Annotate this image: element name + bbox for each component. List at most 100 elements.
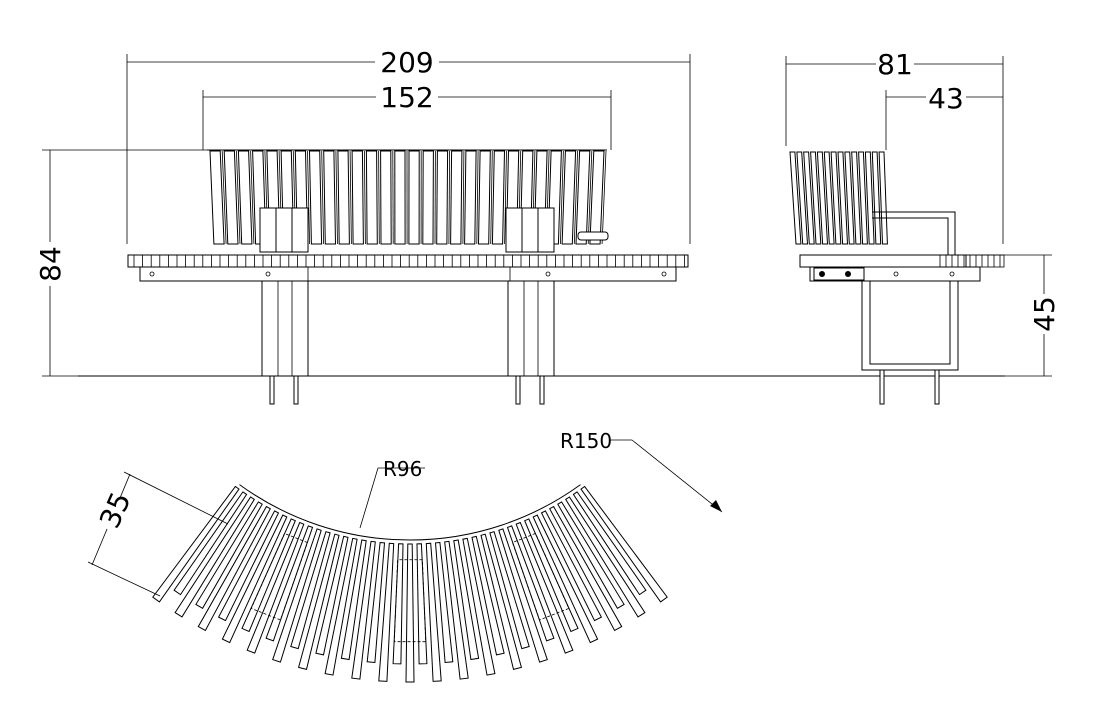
backrest-slat <box>337 150 350 245</box>
plan-seat-slat <box>580 485 668 603</box>
plan-seat-slat <box>195 501 263 609</box>
plan-seat-slat <box>405 543 415 683</box>
side-elevation: 81 43 45 <box>785 48 1061 405</box>
plan-seat-slat <box>366 541 386 664</box>
plan-seat-slat <box>197 505 271 632</box>
side-backrest-slat <box>871 151 882 245</box>
plan-seat-slat <box>152 485 240 603</box>
backrest-slat <box>464 150 477 245</box>
r96-label: R96 <box>383 457 422 481</box>
dimension-43: 43 <box>885 82 1003 150</box>
plan-seat-slat <box>324 537 358 676</box>
plan-seat-slat <box>217 510 280 622</box>
front-seat <box>127 254 689 282</box>
plan-seat-slat <box>515 521 574 654</box>
plan-seat-slat <box>392 543 404 665</box>
dimension-45: 45 <box>962 254 1061 377</box>
plan-seat-slat <box>241 518 296 633</box>
dimension-81: 81 <box>785 48 1004 244</box>
dim-152-label: 152 <box>380 81 433 114</box>
backrest-slat <box>450 150 463 245</box>
plan-seat-slat <box>498 528 548 663</box>
side-bracket <box>872 211 956 258</box>
backrest-slat <box>491 150 506 245</box>
side-backrest-slat <box>816 151 829 245</box>
plan-seat-slat <box>480 533 523 671</box>
side-backrest-slat <box>837 151 849 245</box>
plan-seat-slat <box>557 501 625 609</box>
backrest-slat <box>351 150 364 245</box>
plan-seat-slat <box>444 540 469 680</box>
side-legs <box>861 281 959 405</box>
backrest-brackets <box>259 207 609 253</box>
radius-r96: R96 <box>359 457 425 529</box>
plan-seat-slat <box>425 542 442 682</box>
plan-slats <box>152 485 668 683</box>
plan-seat-slat <box>565 496 646 618</box>
backrest-slat <box>561 150 577 245</box>
side-backrest-slat <box>823 151 835 245</box>
plan-seat-slat <box>434 541 454 664</box>
backrest-slat <box>436 150 449 245</box>
side-backrest-slat <box>796 151 809 245</box>
backrest-slat <box>209 150 225 245</box>
backrest-slat <box>394 150 406 245</box>
dim-81-label: 81 <box>877 48 913 81</box>
dim-209-label: 209 <box>380 46 433 79</box>
dimension-209: 209 <box>126 46 691 244</box>
plan-seat-slat <box>540 510 603 622</box>
plan-seat-slat <box>290 531 331 650</box>
front-backrest <box>209 150 607 245</box>
backrest-slat <box>308 150 323 245</box>
side-backrest-slat <box>803 151 815 245</box>
plan-seat-slat <box>272 528 322 663</box>
backrest-slat <box>575 150 591 245</box>
plan-seat-slat <box>173 491 248 596</box>
backrest-slat <box>365 150 378 245</box>
backrest-slat <box>237 150 253 245</box>
side-backrest-slat <box>878 151 888 245</box>
side-backrest-slat <box>810 151 822 245</box>
plan-seat-slat <box>453 539 480 661</box>
side-backrest-slat <box>844 151 855 245</box>
side-backrest <box>789 151 888 245</box>
dim-84-label: 84 <box>34 246 67 282</box>
plan-seat-slat <box>489 531 530 650</box>
backrest-slat <box>408 150 420 245</box>
plan-inner-arc <box>239 484 581 541</box>
dim-43-label: 43 <box>928 82 964 115</box>
plan-seat-slat <box>174 496 255 618</box>
dim-45-label: 45 <box>1028 296 1061 332</box>
plan-seat-slat <box>471 535 505 656</box>
plan-view: R96 R150 35 <box>85 429 723 683</box>
plan-seat-slat <box>297 533 340 671</box>
side-backrest-slat <box>858 151 868 245</box>
plan-seat-slat <box>416 543 428 665</box>
plan-seat-slat <box>340 539 367 661</box>
backrest-slat <box>477 150 491 245</box>
dimension-84: 84 <box>34 149 215 377</box>
plan-seat-slat <box>315 535 349 656</box>
side-backrest-slat <box>864 151 875 245</box>
dimension-152: 152 <box>202 81 612 150</box>
plan-seat-slat <box>462 537 496 676</box>
side-seat <box>799 254 1005 282</box>
front-legs <box>261 280 555 405</box>
plan-seat-slat <box>246 521 305 654</box>
side-backrest-slat <box>851 151 862 245</box>
plan-seat-slat <box>572 491 647 596</box>
r150-label: R150 <box>560 429 612 453</box>
backrest-slat <box>323 150 337 245</box>
plan-seat-slat <box>221 514 288 644</box>
plan-seat-slat <box>506 525 555 642</box>
plan-seat-slat <box>351 540 376 680</box>
backrest-slat <box>589 150 605 245</box>
plan-seat-slat <box>378 542 395 682</box>
backrest-slat <box>223 150 239 245</box>
plan-seat-slat <box>532 514 599 644</box>
backrest-slat <box>380 150 392 245</box>
plan-seat-slat <box>549 505 623 632</box>
backrest-slat <box>422 150 434 245</box>
front-elevation: 209 152 84 <box>34 46 1005 405</box>
